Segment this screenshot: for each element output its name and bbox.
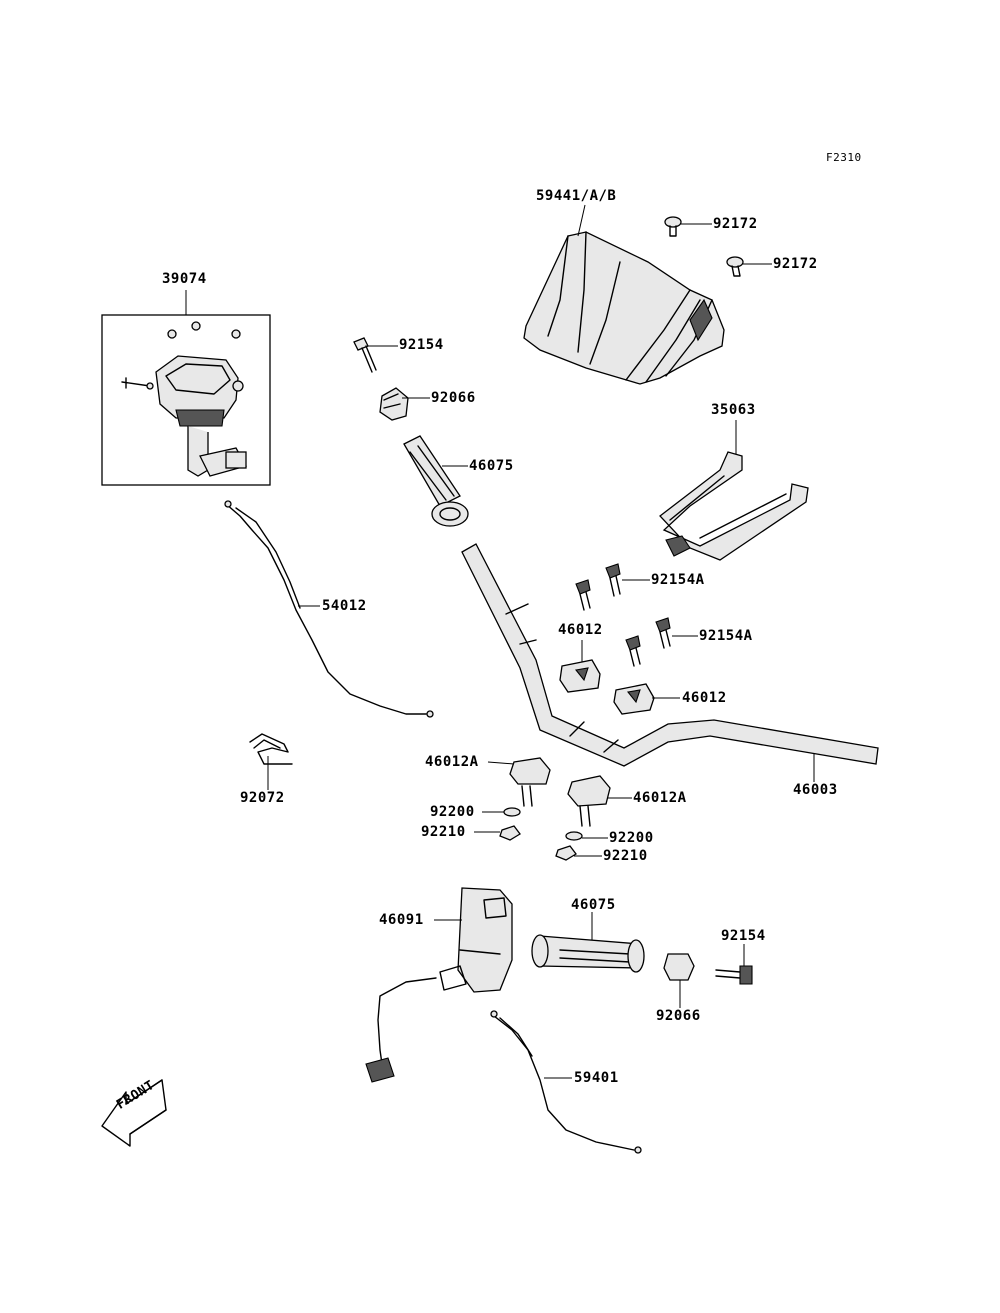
label-46012A-2: 46012A <box>633 790 687 806</box>
label-92066-top: 92066 <box>431 390 476 406</box>
label-92172-b: 92172 <box>773 256 818 272</box>
band-92072 <box>249 733 293 765</box>
master-cylinder-box <box>101 314 271 486</box>
cable-59401 <box>490 1010 642 1154</box>
bolt-92154-top <box>353 337 377 373</box>
nut-92210-2 <box>555 845 577 861</box>
bolt-92154-bottom <box>715 965 753 985</box>
bolts-92154A-1 <box>575 563 621 611</box>
label-46091: 46091 <box>379 912 424 928</box>
label-92210-2: 92210 <box>603 848 648 864</box>
handlebar-46003 <box>461 543 879 767</box>
nut-92210-1 <box>499 825 521 841</box>
bracket-35063 <box>659 451 809 561</box>
label-46003: 46003 <box>793 782 838 798</box>
grip-46075-bottom <box>531 934 645 973</box>
end-weight-92066-bottom <box>663 953 695 981</box>
label-92066-bottom: 92066 <box>656 1008 701 1024</box>
label-46075-bottom: 46075 <box>571 897 616 913</box>
switch-46091 <box>365 887 513 1083</box>
screw-92172-b <box>726 256 744 277</box>
label-59401: 59401 <box>574 1070 619 1086</box>
label-46012-1: 46012 <box>558 622 603 638</box>
label-92072: 92072 <box>240 790 285 806</box>
screw-92172-a <box>664 216 682 237</box>
grip-46075-top <box>403 435 469 527</box>
holder-46012A-1 <box>509 757 551 807</box>
windshield-part <box>523 231 725 385</box>
label-92200-2: 92200 <box>609 830 654 846</box>
label-46012A-1: 46012A <box>425 754 479 770</box>
washer-92200-2 <box>565 831 583 841</box>
bolts-92154A-2 <box>625 617 671 667</box>
label-92210-1: 92210 <box>421 824 466 840</box>
label-39074: 39074 <box>162 271 207 287</box>
leader-lines <box>185 204 815 1079</box>
holder-46012A-2 <box>567 775 611 827</box>
label-46012-2: 46012 <box>682 690 727 706</box>
label-92154A-1: 92154A <box>651 572 705 588</box>
label-35063: 35063 <box>711 402 756 418</box>
label-92154-top: 92154 <box>399 337 444 353</box>
label-59441: 59441/A/B <box>536 188 617 204</box>
label-46075-top: 46075 <box>469 458 514 474</box>
label-92172-a: 92172 <box>713 216 758 232</box>
label-54012: 54012 <box>322 598 367 614</box>
washer-92200-1 <box>503 807 521 817</box>
label-92154-bottom: 92154 <box>721 928 766 944</box>
clamp-46012-1 <box>559 659 601 693</box>
cable-54012 <box>224 500 434 718</box>
clamp-46012-2 <box>613 683 655 715</box>
label-92200-1: 92200 <box>430 804 475 820</box>
front-arrow <box>101 1079 167 1147</box>
label-92154A-2: 92154A <box>699 628 753 644</box>
figure-code: F2310 <box>826 151 862 164</box>
end-weight-92066-top <box>379 387 409 421</box>
